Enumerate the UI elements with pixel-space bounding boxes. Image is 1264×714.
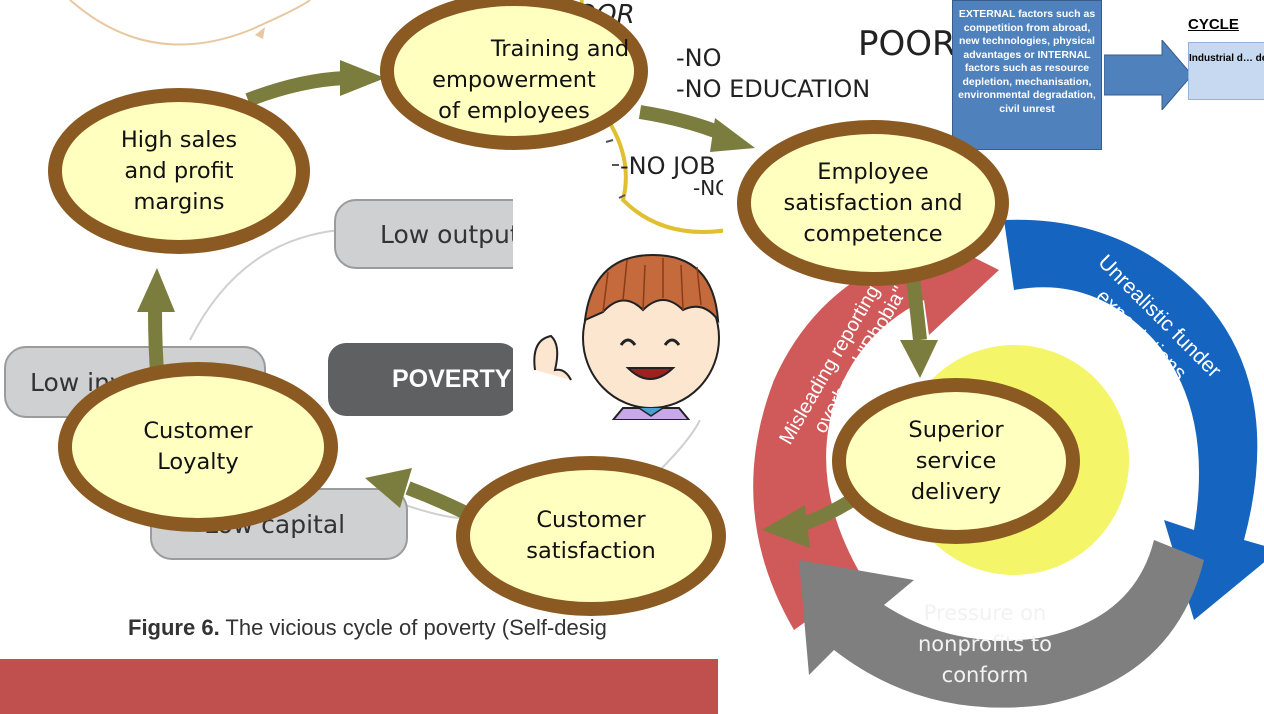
figure-caption-number: Figure 6. xyxy=(128,615,220,640)
node-employee-line-2: satisfaction and xyxy=(783,189,963,216)
cartoon-poor-right-text: POOR xyxy=(858,24,956,64)
cartoon-drawing: -NO MONEY xyxy=(533,0,723,420)
figure-caption: Figure 6. The vicious cycle of poverty (… xyxy=(128,615,718,641)
cycle-heading-text: CYCLE xyxy=(1188,16,1239,33)
cartoon-no-education: -NO EDUCATION xyxy=(676,72,870,106)
cartoon-no-education-text: -NO EDUCATION xyxy=(676,75,871,103)
cartoon-no-money-text: -NO MONEY xyxy=(693,176,723,200)
node-customer-sat-line-1: Customer xyxy=(536,507,646,533)
figure-caption-text: The vicious cycle of poverty (Self-desig xyxy=(225,615,607,640)
node-sales-line-2: and profit xyxy=(124,157,234,184)
arrowhead-service-to-satisfaction xyxy=(762,505,810,548)
node-service-line-2: service xyxy=(915,447,997,474)
industrial-box: Industrial d… deindustri… happ… xyxy=(1188,42,1264,100)
cartoon-poor-right: POOR xyxy=(858,24,956,64)
node-employee-text: Employee satisfaction and competence xyxy=(784,157,963,250)
node-loyalty-line-1: Customer xyxy=(143,418,253,444)
external-factors-box: EXTERNAL factors such as competition fro… xyxy=(952,0,1102,150)
red-footer-band xyxy=(0,659,718,714)
gray-line-2: nonprofits to xyxy=(918,632,1052,656)
poverty-center-box: POVERTY xyxy=(328,343,518,416)
gray-line-1: Pressure on xyxy=(923,601,1047,625)
arrowhead-loyalty-to-sales xyxy=(137,268,175,312)
node-sales-line-1: High sales xyxy=(120,126,238,153)
node-service-line-1: Superior xyxy=(908,416,1004,443)
cartoon-no-label-text: -NO xyxy=(676,44,722,72)
node-loyalty-line-2: Loyalty xyxy=(157,449,239,475)
cartoon-no-job-text: -NO JOB xyxy=(620,152,716,180)
node-loyalty-text: Customer Loyalty xyxy=(143,416,252,478)
pill-low-output: Low output xyxy=(334,199,534,269)
nonprofit-cycle-graphic xyxy=(724,160,1264,714)
arrowhead-employee-to-service xyxy=(900,340,938,378)
node-service-line-3: delivery xyxy=(910,478,1002,505)
external-factors-text: EXTERNAL factors such as competition fro… xyxy=(958,8,1096,115)
node-employee-line-3: competence xyxy=(803,220,943,247)
arrowhead-training-to-employee xyxy=(710,118,755,152)
node-customer-satisfaction: Customer satisfaction xyxy=(456,456,726,616)
node-customer-sat-text: Customer satisfaction xyxy=(526,505,656,567)
nonprofit-gray-label: Pressure on nonprofits to conform xyxy=(880,598,1090,691)
node-service-text: Superior service delivery xyxy=(908,415,1003,508)
node-customer-sat-line-2: satisfaction xyxy=(526,538,656,564)
node-training-line-3: of employees xyxy=(438,97,590,124)
node-employee-satisfaction: Employee satisfaction and competence xyxy=(737,120,1009,286)
gray-line-3: conform xyxy=(941,663,1029,687)
node-training-text: Training and empowerment of employees xyxy=(399,34,629,127)
node-superior-service: Superior service delivery xyxy=(832,378,1080,544)
external-factors-arrow xyxy=(1104,40,1193,110)
cartoon-no-job: -NO JOB xyxy=(620,152,716,180)
pill-low-output-label: Low output xyxy=(380,219,520,249)
cycle-heading: CYCLE xyxy=(1188,16,1239,33)
node-high-sales-text: High sales and profit margins xyxy=(121,125,237,218)
arrowhead-sales-to-training xyxy=(340,60,385,96)
node-training-line-2: empowerment xyxy=(432,66,596,93)
node-customer-loyalty: Customer Loyalty xyxy=(58,362,338,532)
arrow-training-to-employee xyxy=(638,105,728,142)
industrial-box-text: Industrial d… deindustri… happ… xyxy=(1189,53,1264,64)
node-training-line-1: Training and xyxy=(490,35,630,62)
arrow-satisfaction-to-loyalty xyxy=(405,481,474,522)
poverty-center-label: POVERTY xyxy=(392,365,512,393)
node-high-sales: High sales and profit margins xyxy=(48,88,310,254)
arrowhead-satisfaction-to-loyalty xyxy=(365,468,412,508)
node-employee-line-1: Employee xyxy=(817,158,929,185)
arrow-sales-to-training xyxy=(245,71,346,107)
node-sales-line-3: margins xyxy=(133,188,225,215)
cartoon-no-label: -NO xyxy=(676,44,722,72)
